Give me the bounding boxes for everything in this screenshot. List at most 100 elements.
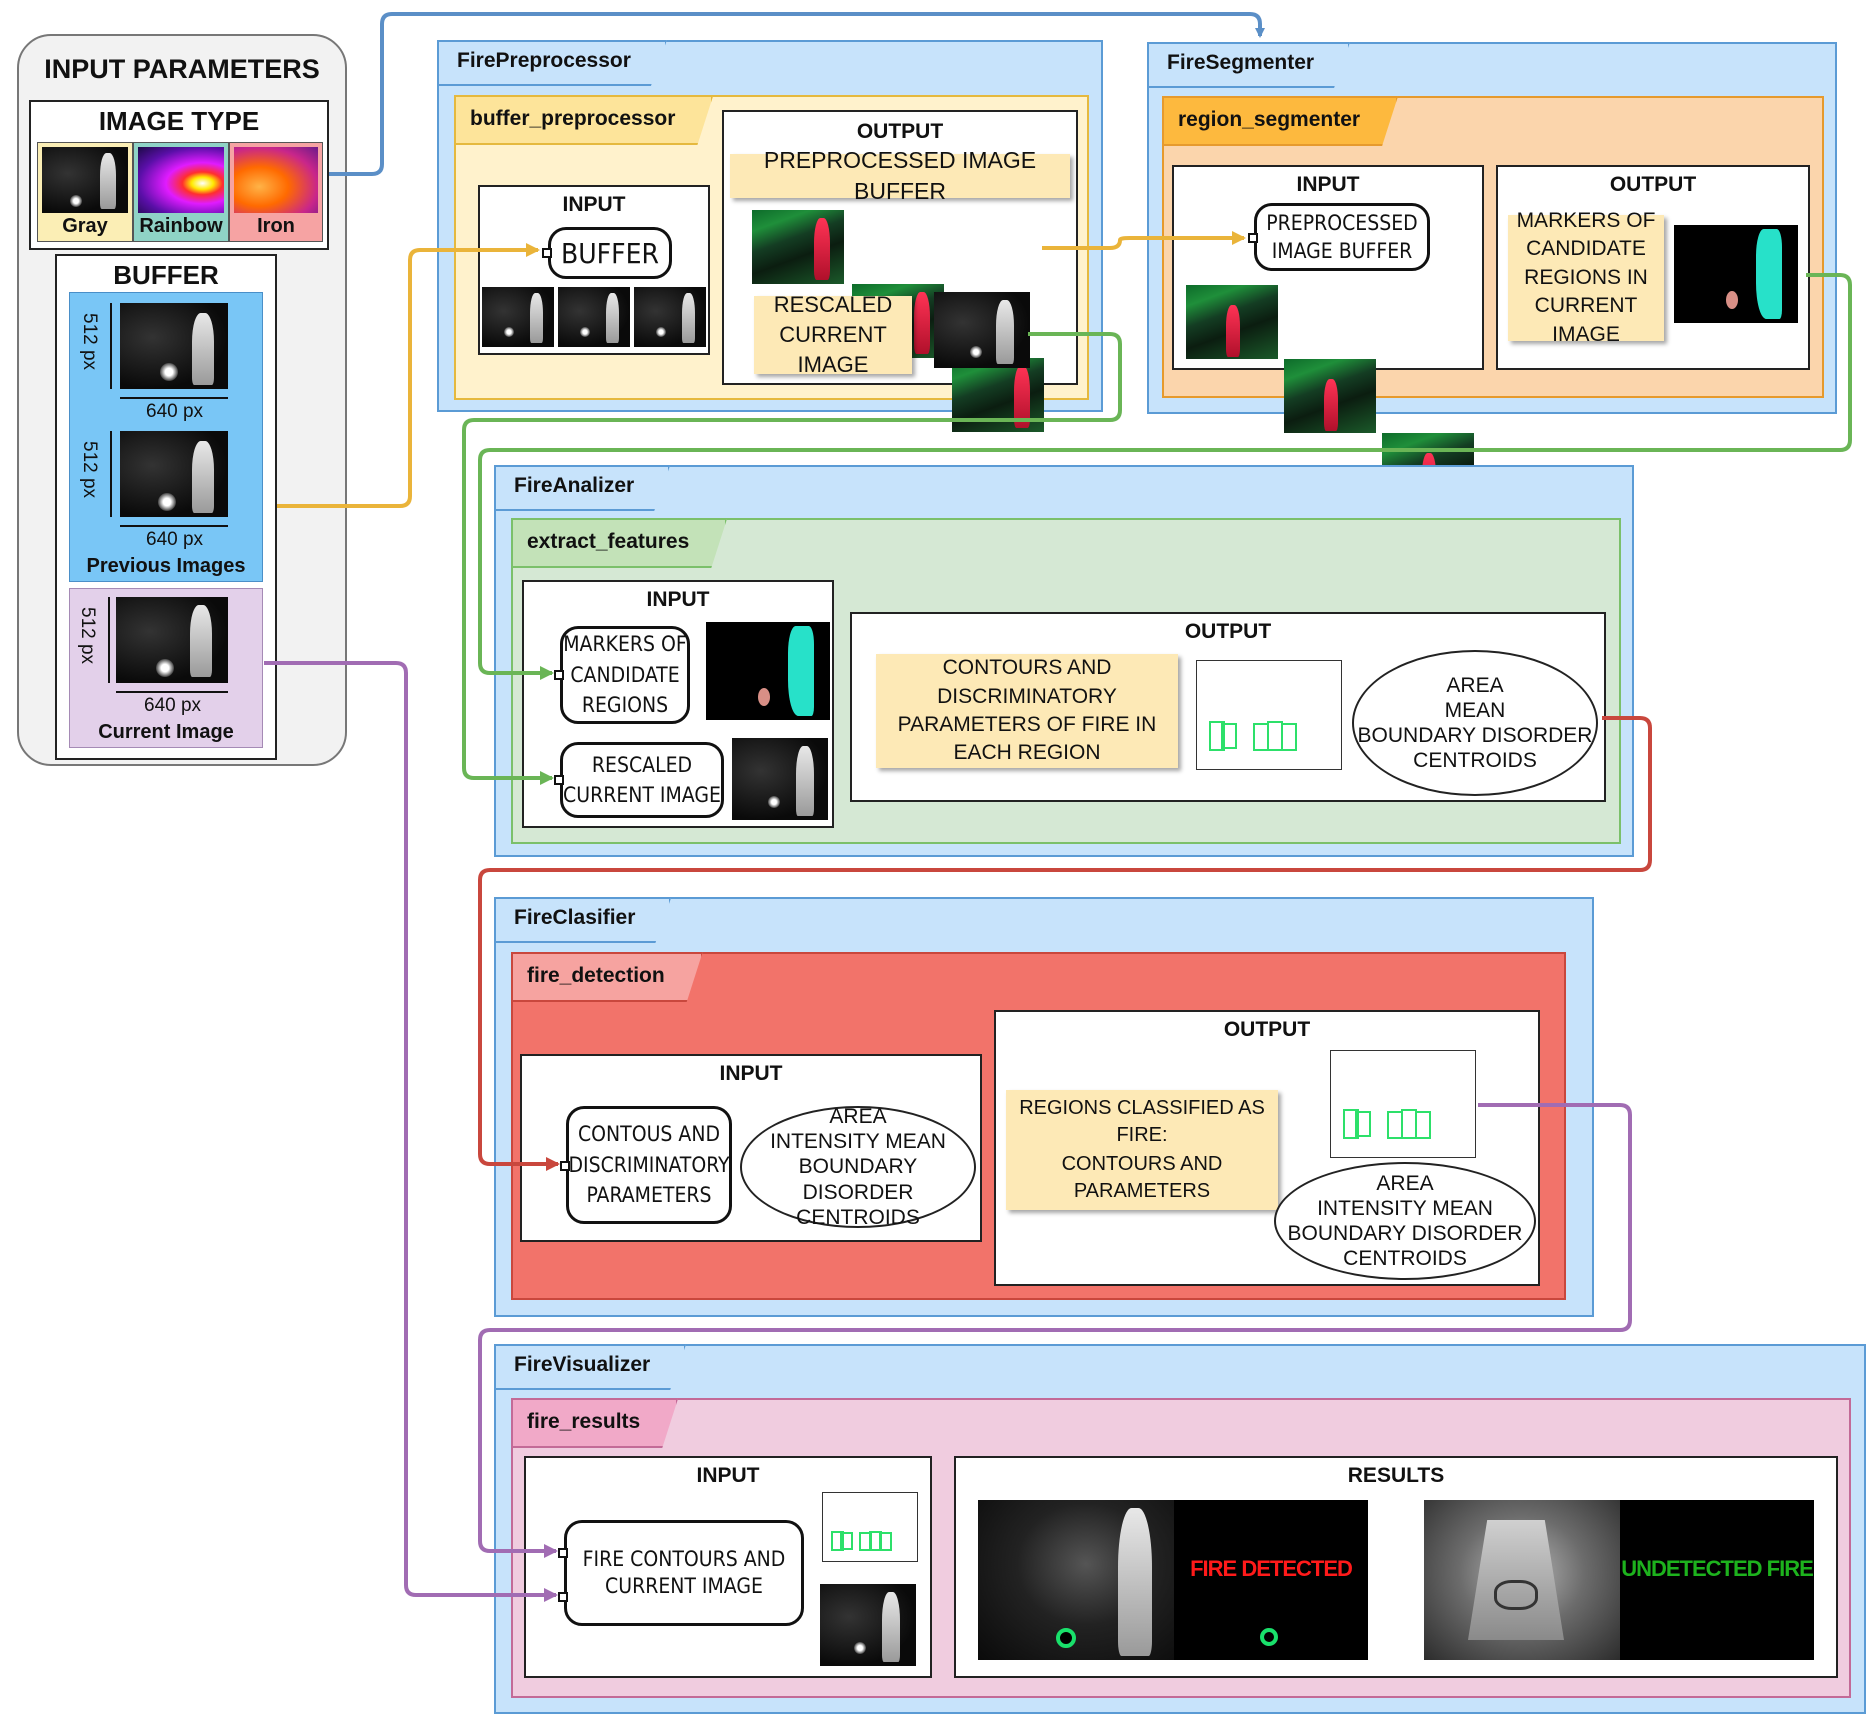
analizer-param-centroids: CENTROIDS	[1413, 749, 1537, 773]
fire-results-tab: fire_results	[511, 1398, 678, 1448]
current-image-label: Current Image	[98, 721, 234, 743]
segmenter-preprocessed-input: PREPROCESSED IMAGE BUFFER	[1254, 203, 1430, 271]
analizer-contours-image	[1196, 660, 1342, 770]
fire-detected-label: FIRE DETECTED	[1190, 1556, 1353, 1581]
input-parameters-title: INPUT PARAMETERS	[44, 54, 320, 84]
current-image	[116, 597, 228, 683]
previous-images-label: Previous Images	[86, 555, 246, 577]
visualizer-port-2	[558, 1592, 568, 1602]
buffer-frame-3	[634, 287, 706, 347]
clasifier-out-area: AREA	[1376, 1171, 1434, 1195]
segmenter-output-header: OUTPUT	[1609, 173, 1697, 196]
segmenter-output-box: OUTPUT MARKERS OF CANDIDATE REGIONS IN C…	[1496, 165, 1810, 370]
current-image-panel: 512 px 640 px Current Image	[69, 588, 263, 748]
rainbow-thumbnail	[138, 147, 224, 213]
preprocessor-buffer-input: BUFFER	[548, 227, 672, 279]
gray-thumbnail	[42, 147, 128, 213]
image-type-iron-label: Iron	[257, 215, 295, 237]
clasifier-in-intensity: INTENSITY MEAN	[770, 1130, 946, 1154]
detected-fire-marker	[1056, 1628, 1076, 1648]
detected-fire-marker-2	[1260, 1628, 1278, 1646]
visualizer-results-header: RESULTS	[1347, 1464, 1445, 1487]
iron-thumbnail	[234, 147, 318, 213]
clasifier-in-area: AREA	[829, 1105, 887, 1129]
image-type-gray-label: Gray	[62, 215, 108, 237]
clasifier-input-params: AREA INTENSITY MEAN BOUNDARY DISORDER CE…	[740, 1105, 976, 1229]
fire-detection-tab: fire_detection	[511, 952, 703, 1002]
segmenter-frame-1	[1186, 285, 1278, 359]
previous-images-panel: 512 px 640 px 512 px 640 px Previous Ima…	[69, 292, 263, 582]
clasifier-contours-image	[1330, 1050, 1476, 1158]
analizer-output-box: OUTPUT CONTOURS AND DISCRIMINATORY PARAM…	[850, 612, 1606, 802]
analizer-param-boundary: BOUNDARY DISORDER	[1357, 724, 1593, 747]
image-type-gray[interactable]: Gray	[37, 142, 133, 242]
image-type-title: IMAGE TYPE	[98, 106, 260, 136]
result-detected-thermal	[978, 1500, 1174, 1660]
buffer-box: BUFFER 512 px 640 px 512 px 640 px Previ…	[55, 254, 277, 760]
analizer-markers-input: MARKERS OF CANDIDATE REGIONS	[560, 626, 690, 724]
analizer-params-ellipse: AREA MEAN BOUNDARY DISORDER CENTROIDS	[1352, 650, 1598, 796]
analizer-param-mean: MEAN	[1444, 698, 1506, 722]
analizer-input-header: INPUT	[646, 588, 710, 611]
clasifier-out-centroids: CENTROIDS	[1343, 1247, 1467, 1271]
analizer-markers-port	[554, 670, 564, 680]
previous-image-2-height: 512 px	[79, 441, 100, 499]
rescaled-current-image	[934, 292, 1030, 368]
preprocessed-frame-3	[952, 358, 1044, 432]
segmenter-input-header: INPUT	[1296, 173, 1360, 196]
visualizer-contours-image	[822, 1492, 918, 1562]
regions-classified-line2: CONTOURS AND PARAMETERS	[1061, 1153, 1223, 1202]
buffer-title: BUFFER	[113, 260, 219, 290]
previous-image-2	[120, 431, 228, 517]
regions-classified-note: REGIONS CLASSIFIED AS FIRE: CONTOURS AND…	[1006, 1090, 1278, 1210]
visualizer-input-box: INPUT FIRE CONTOURS AND CURRENT IMAGE	[524, 1456, 932, 1678]
rescaled-current-image-note: RESCALED CURRENT IMAGE	[754, 292, 912, 377]
clasifier-input-header: INPUT	[719, 1062, 783, 1085]
undetected-fire-label: UNDETECTED FIRE	[1621, 1556, 1814, 1581]
image-type-rainbow-label: Rainbow	[139, 215, 223, 237]
result-undetected-thermal	[1424, 1500, 1620, 1660]
clasifier-in-boundary: BOUNDARY DISORDER	[798, 1155, 918, 1204]
clasifier-output-header: OUTPUT	[1223, 1018, 1311, 1041]
contours-parameters-note: CONTOURS AND DISCRIMINATORY PARAMETERS O…	[876, 654, 1178, 768]
preprocessor-output-header: OUTPUT	[856, 120, 944, 143]
preprocessed-image-buffer-note: PREPROCESSED IMAGE BUFFER	[730, 147, 1070, 204]
visualizer-input-header: INPUT	[696, 1464, 760, 1487]
preprocessed-frame-1	[752, 210, 844, 284]
image-type-rainbow[interactable]: Rainbow	[133, 142, 229, 242]
clasifier-contours-input: CONTOUS AND DISCRIMINATORY PARAMETERS	[566, 1106, 732, 1224]
current-image-width: 640 px	[144, 695, 202, 716]
analizer-output-header: OUTPUT	[1184, 620, 1272, 643]
previous-image-2-width: 640 px	[146, 529, 204, 550]
region-segmenter-tab: region_segmenter	[1162, 96, 1398, 146]
result-undetected-panel: UNDETECTED FIRE	[1620, 1500, 1814, 1660]
buffer-frame-2	[558, 287, 630, 347]
clasifier-out-boundary: BOUNDARY DISORDER	[1287, 1222, 1523, 1245]
fire-analizer-tab: FireAnalizer	[494, 465, 670, 511]
markers-candidate-regions-note: MARKERS OF CANDIDATE REGIONS IN CURRENT …	[1508, 209, 1664, 346]
visualizer-results-box: RESULTS FIRE DETECTED UNDETECTED FIRE	[954, 1456, 1838, 1678]
visualizer-current-image	[820, 1584, 916, 1666]
analizer-param-area: AREA	[1446, 673, 1504, 697]
clasifier-input-port	[560, 1161, 570, 1171]
regions-classified-line1: REGIONS CLASSIFIED AS FIRE:	[1019, 1097, 1265, 1146]
analizer-input-box: INPUT MARKERS OF CANDIDATE REGIONS RESCA…	[522, 580, 834, 828]
clasifier-input-box: INPUT CONTOUS AND DISCRIMINATORY PARAMET…	[520, 1054, 982, 1242]
clasifier-output-params: AREA INTENSITY MEAN BOUNDARY DISORDER CE…	[1274, 1162, 1536, 1280]
image-type-iron[interactable]: Iron	[229, 142, 323, 242]
visualizer-fire-contours-input: FIRE CONTOURS AND CURRENT IMAGE	[564, 1520, 804, 1626]
previous-image-1-height: 512 px	[79, 313, 100, 371]
buffer-frame-1	[482, 287, 554, 347]
segmenter-mask-image	[1674, 225, 1798, 323]
buffer-preprocessor-tab: buffer_preprocessor	[454, 95, 713, 145]
image-type-box: IMAGE TYPE Gray Rainbow Iron	[29, 100, 329, 250]
segmenter-input-port	[1248, 233, 1258, 243]
fire-segmenter-tab: FireSegmenter	[1147, 42, 1350, 88]
preprocessor-input-box: INPUT BUFFER	[478, 185, 710, 355]
analizer-rescaled-image	[732, 738, 828, 820]
result-detected-panel: FIRE DETECTED	[1174, 1500, 1368, 1660]
fire-visualizer-tab: FireVisualizer	[494, 1344, 686, 1390]
segmenter-frame-2	[1284, 359, 1376, 433]
preprocessor-buffer-port	[542, 248, 552, 258]
analizer-rescaled-input: RESCALED CURRENT IMAGE	[560, 742, 724, 818]
